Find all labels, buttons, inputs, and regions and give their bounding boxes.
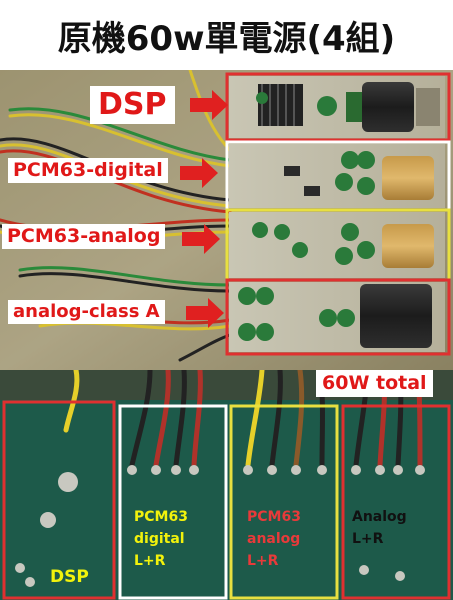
power-supply-photo: [0, 70, 453, 370]
label-dsp: DSP: [90, 86, 175, 124]
board-label-pcm63-analog: PCM63 analog L+R: [247, 509, 301, 569]
board-label-dsp: DSP: [50, 567, 89, 587]
label-pcm63-digital: PCM63-digital: [8, 158, 168, 183]
label-60w-total: 60W total: [316, 370, 433, 397]
board-label-pcm63-digital: PCM63 digital L+R: [134, 509, 188, 569]
board-label-analog: Analog L+R: [352, 509, 407, 547]
label-pcm63-analog: PCM63-analog: [2, 224, 166, 249]
label-analog-class-a: analog-class A: [8, 300, 165, 324]
page-title: 原機60w單電源(4組): [0, 0, 453, 70]
